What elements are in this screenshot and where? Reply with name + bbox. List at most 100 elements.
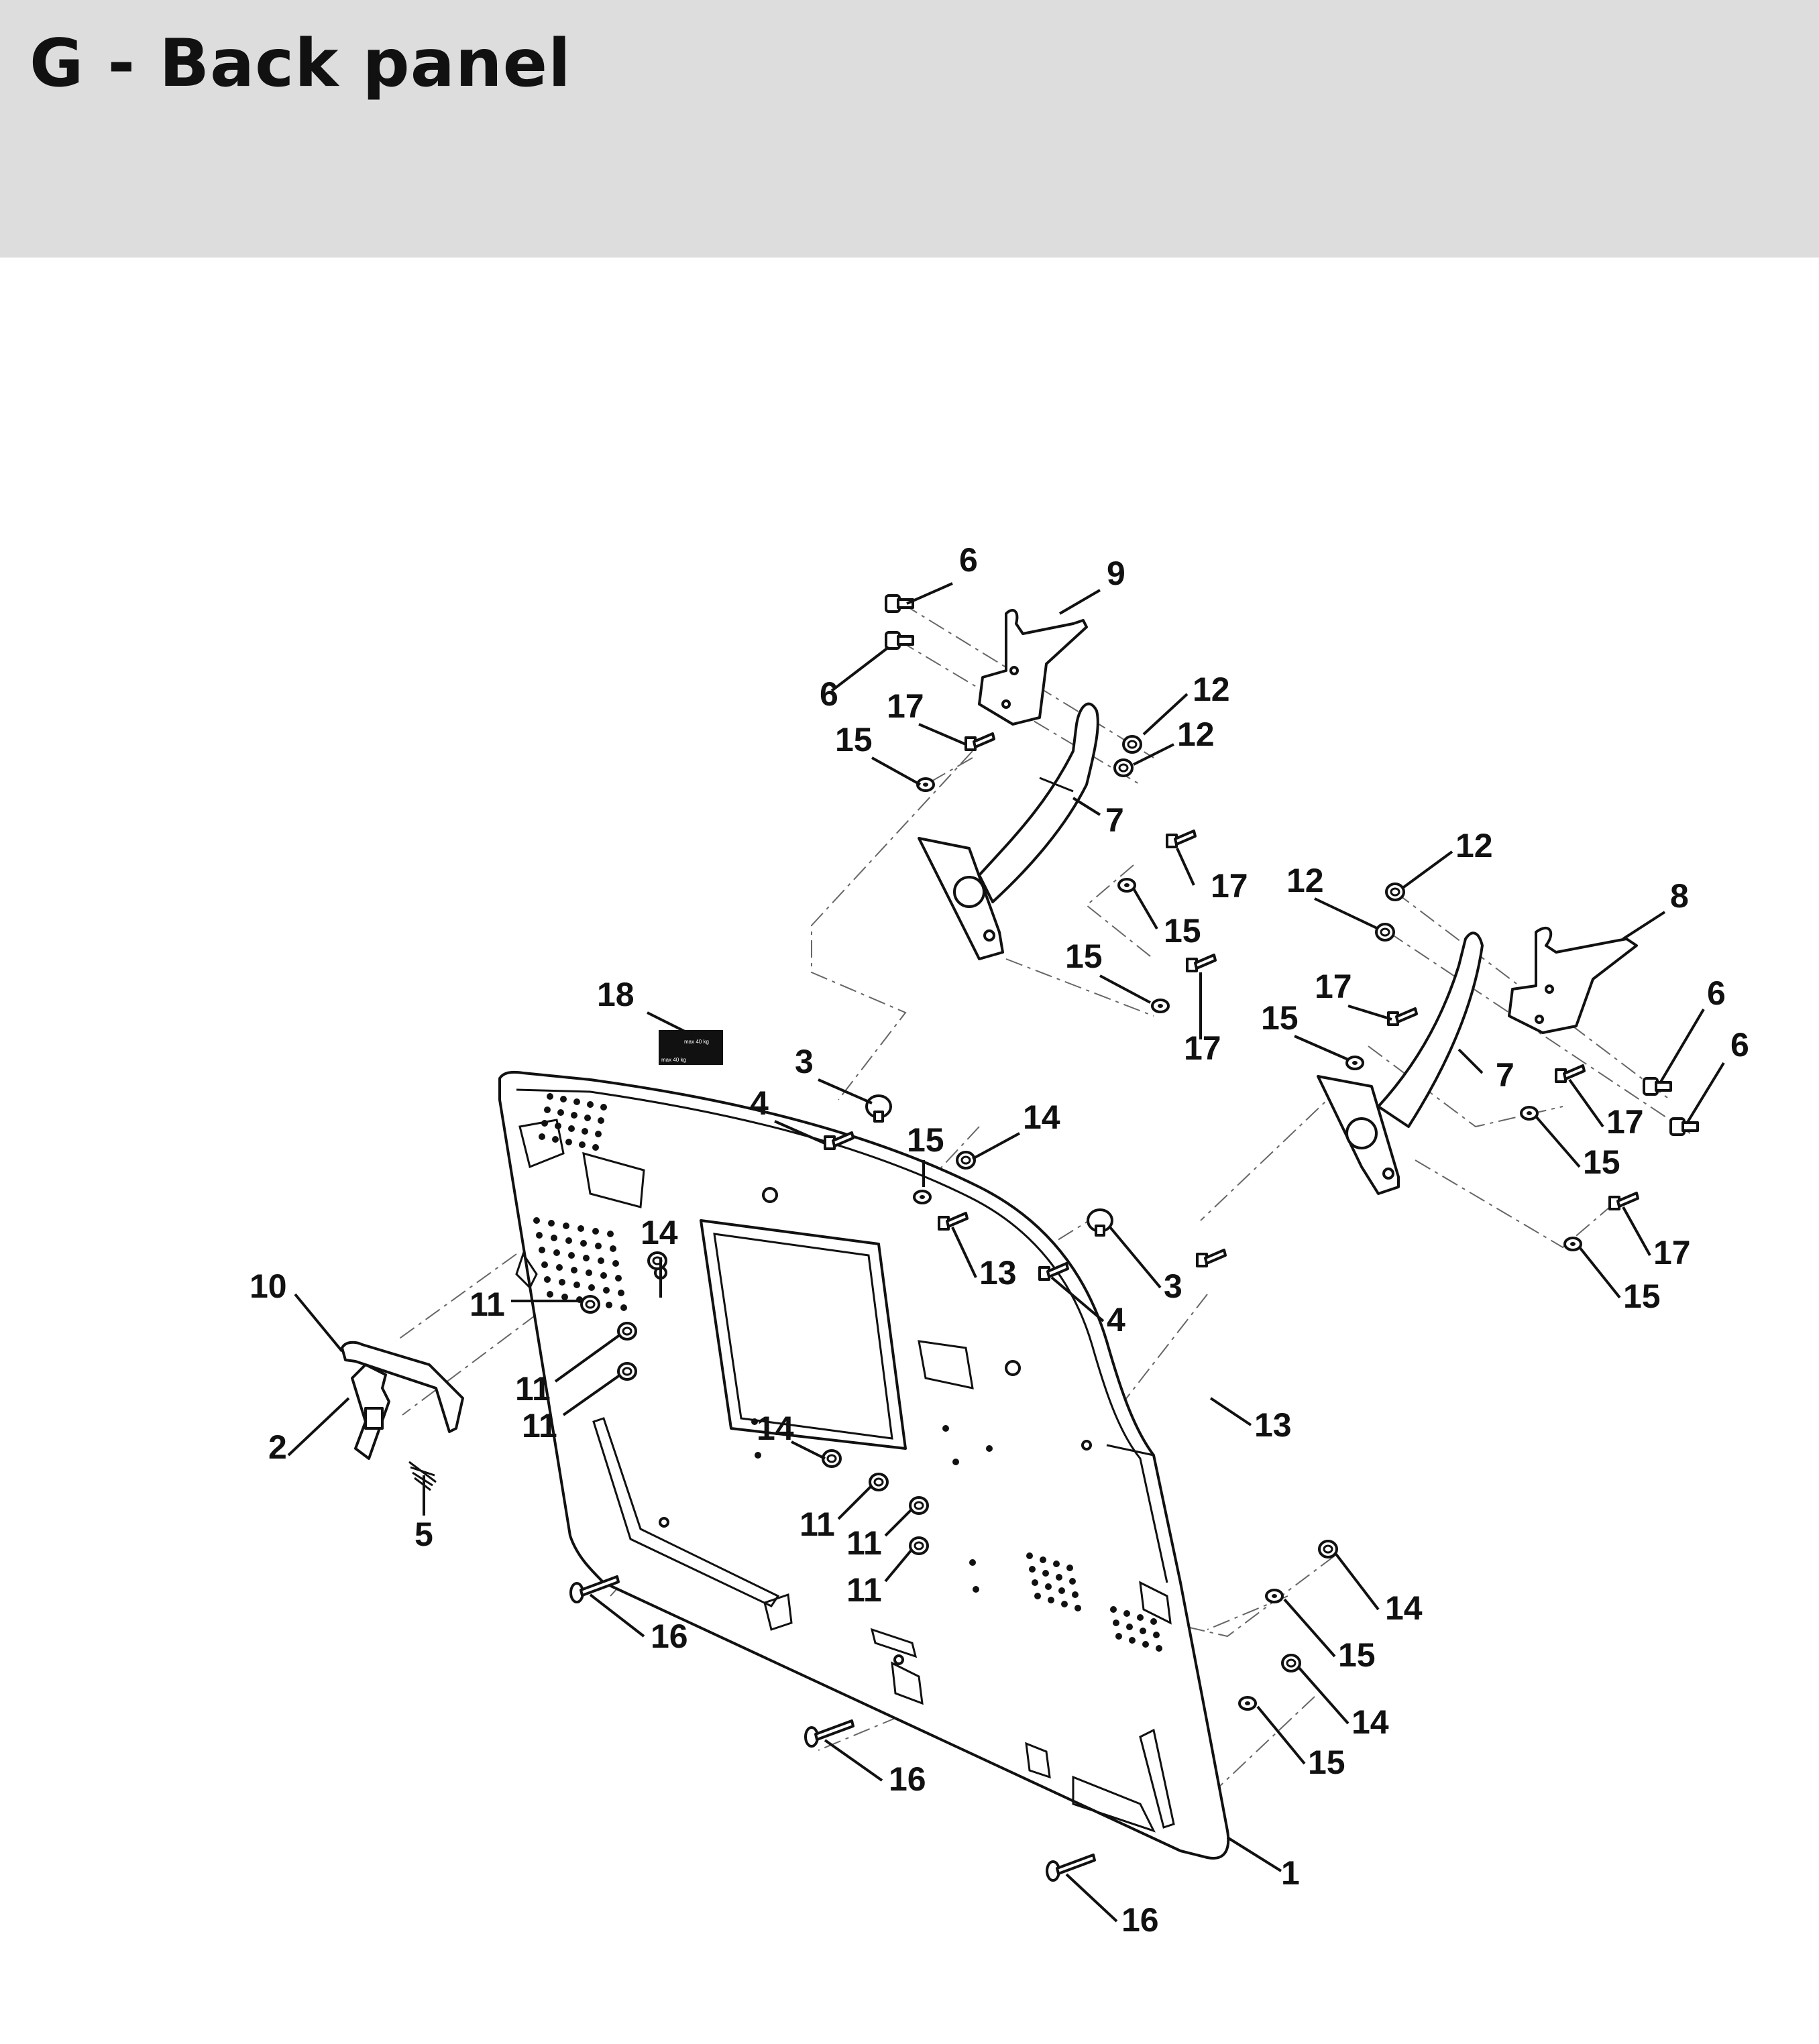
bracket-right [1317,931,1484,1195]
washer-fastener [1117,878,1136,893]
leader-line-c16b [824,1739,883,1782]
callout-c4b: 4 [1107,1301,1125,1339]
leader-line-c11f [884,1548,914,1583]
vent-hole [539,1133,545,1140]
washer-fastener [1520,1106,1539,1121]
vent-hole [592,1228,599,1235]
vent-hole [1042,1570,1049,1577]
vent-hole [1150,1618,1157,1625]
callout-c12a: 12 [1193,671,1230,708]
callout-c12b: 12 [1177,716,1215,753]
vent-hole [584,1115,591,1121]
callout-c15i: 15 [1308,1744,1345,1781]
vent-hole [598,1117,604,1124]
callout-c15f: 15 [1623,1278,1661,1315]
leader-line-c15e [1535,1115,1581,1168]
vent-hole [606,1302,612,1308]
callout-c11d: 11 [800,1506,835,1543]
callout-c16b: 16 [889,1760,926,1798]
leader-line-c14e [1297,1665,1349,1725]
callout-c15c: 15 [1065,938,1103,975]
callout-c11a: 11 [470,1286,505,1323]
callout-c7a: 7 [1105,801,1124,839]
washer-fastener [1238,1696,1257,1711]
vent-hole [1034,1593,1041,1599]
leader-line-c11e [884,1508,914,1537]
callout-c1: 1 [1281,1854,1300,1892]
vent-hole [598,1257,604,1264]
leader-line-c15a [871,756,921,786]
vent-hole [553,1249,560,1256]
nut-fastener [869,1473,889,1491]
callout-c8: 8 [1670,877,1689,915]
latch-rod [341,1341,464,1433]
vent-hole [1045,1583,1052,1590]
callout-c3a: 3 [795,1043,814,1080]
vent-hole [1113,1620,1119,1626]
bolt-fastener [1643,1077,1672,1096]
vent-hole [552,1136,559,1143]
vent-hole [573,1282,580,1288]
vent-hole [1074,1605,1081,1611]
leader-line-c15b [1294,1035,1349,1061]
label-text-top: max 40 kg [684,1039,709,1045]
callout-c17e: 17 [1606,1103,1644,1141]
vent-hole [568,1252,575,1259]
vent-hole [1066,1565,1073,1571]
callout-c16c: 16 [1121,1901,1159,1939]
callout-c14b: 14 [641,1214,678,1251]
leader-line-c12d [1314,897,1379,930]
vent-hole [1126,1624,1133,1630]
label-text-bottom: max 40 kg [661,1057,686,1063]
washer-fastener [913,1190,932,1204]
callout-c15e: 15 [1583,1143,1620,1181]
washer-fastener [1151,999,1170,1013]
leader-line-c3b [1109,1226,1162,1289]
leader-line-c14a [972,1132,1020,1160]
callout-c11e: 11 [846,1524,882,1562]
vent-hole [560,1096,567,1102]
vent-hole [1048,1597,1054,1603]
vent-hole [544,1276,551,1283]
vent-hole [1110,1606,1117,1613]
vent-hole [541,1261,548,1268]
knob-fastener [865,1094,892,1123]
leader-line-c1 [1226,1836,1282,1872]
leader-line-c14c [791,1440,826,1460]
vent-hole [582,1128,588,1135]
screw-fastener [1196,1249,1227,1267]
screw-fastener [1186,954,1217,972]
leader-line-c12c [1400,850,1453,890]
vent-hole [1061,1601,1068,1607]
vent-hole [563,1223,569,1229]
leader-line-c8 [1622,911,1666,940]
vent-hole [533,1217,540,1224]
leader-line-c7a [1072,797,1101,816]
nut-fastener [956,1151,976,1170]
nut-fastener [617,1322,637,1341]
vent-hole [548,1220,555,1227]
vent-hole [587,1101,594,1108]
vent-hole [1156,1645,1162,1652]
callout-c17f: 17 [1653,1234,1691,1271]
leader-line-c4a [774,1120,826,1145]
leader-line-c11d [837,1484,873,1520]
leader-line-c16a [589,1593,645,1638]
nut-fastener [617,1362,637,1381]
vent-hole [603,1287,610,1294]
callout-c11b: 11 [515,1370,551,1408]
leader-line-c15i [1256,1705,1306,1765]
callout-c17b: 17 [1315,968,1352,1005]
leader-line-c17b [1347,1005,1392,1021]
leader-line-c15c [1099,974,1151,1004]
screw-fastener [938,1212,969,1231]
vent-hole [568,1125,575,1132]
vent-hole [607,1231,614,1237]
vent-hole [551,1235,557,1241]
callout-c13a: 13 [979,1254,1017,1292]
screw-fastener [964,732,995,751]
vent-hole [541,1120,548,1127]
hook-left [978,609,1088,726]
